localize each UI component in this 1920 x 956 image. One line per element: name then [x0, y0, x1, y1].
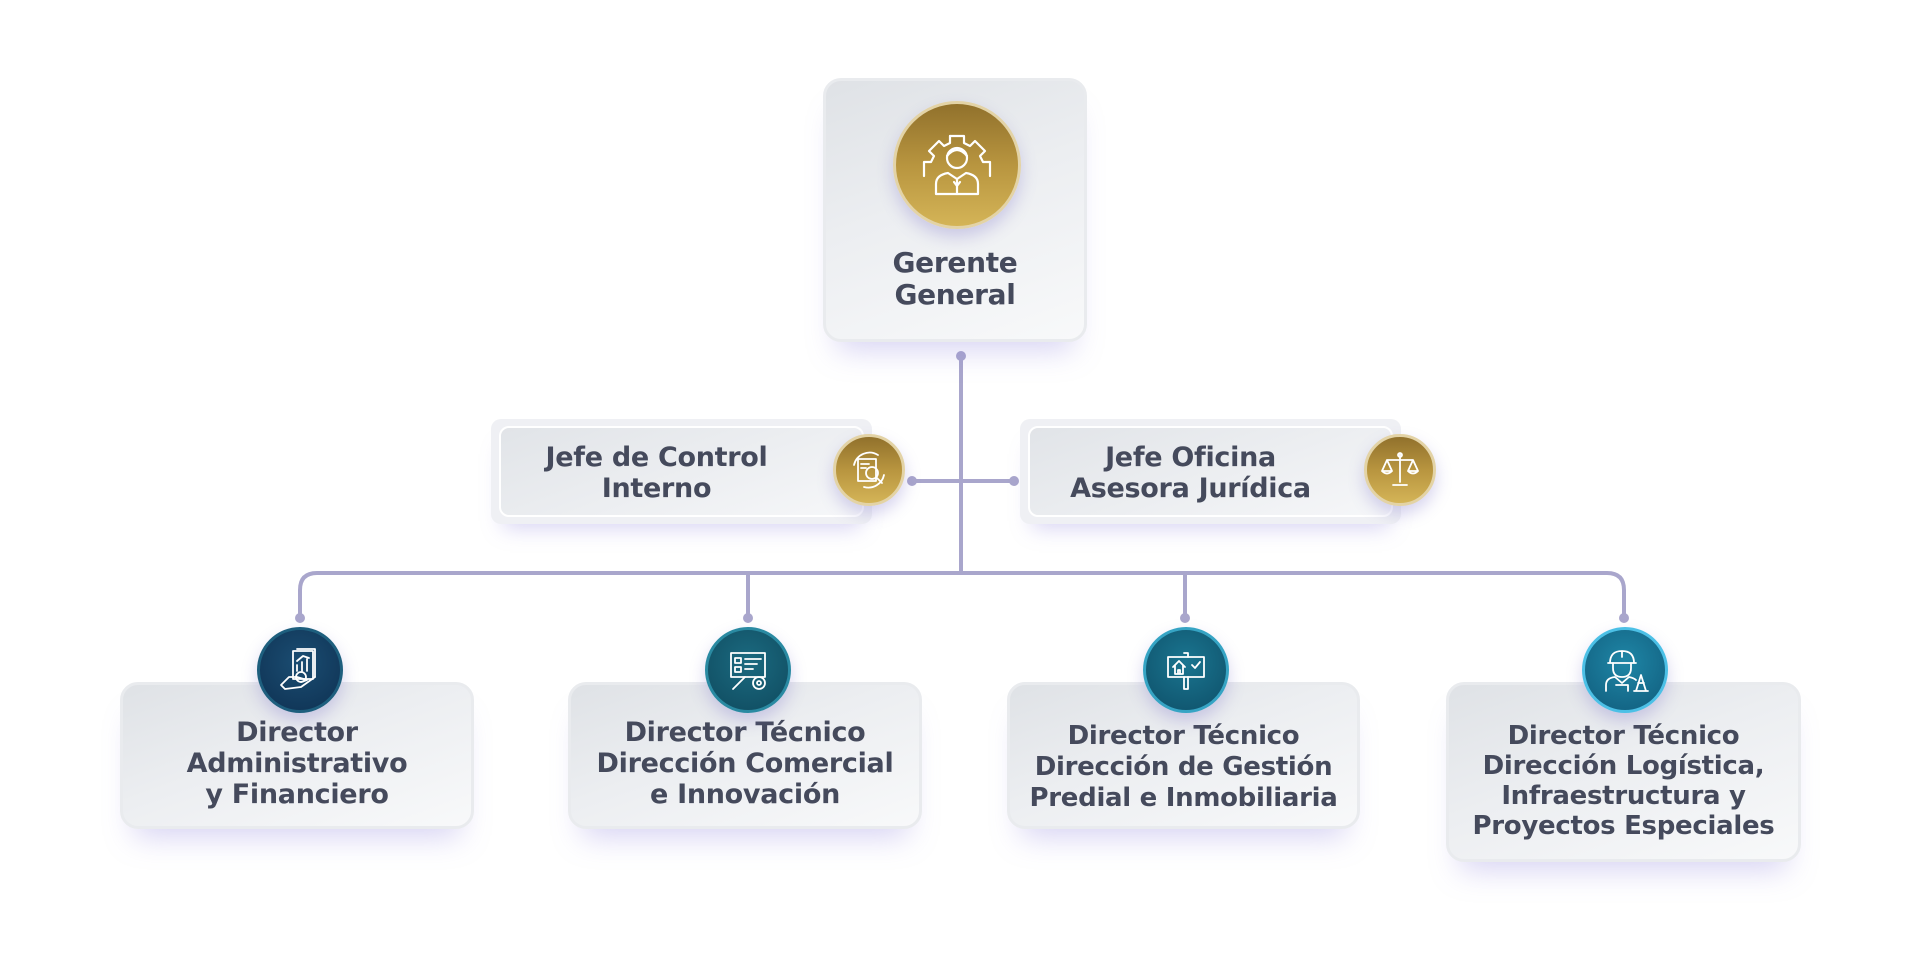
node-title-line: Administrativo	[186, 748, 408, 779]
node-title-line: Dirección Logística,	[1482, 751, 1765, 781]
scales-justice-icon	[1364, 434, 1436, 506]
property-sign-icon	[1143, 627, 1229, 713]
node-title-line: General	[894, 278, 1016, 311]
node-title-line: Asesora Jurídica	[1070, 473, 1311, 504]
node-title-line: Predial e Inmobiliaria	[1029, 783, 1338, 813]
node-title-line: Gerente	[892, 246, 1018, 279]
node-title-line: Proyectos Especiales	[1472, 811, 1775, 841]
node-direccion-logistica: Director Técnico Dirección Logística, In…	[1446, 682, 1801, 862]
node-asesora-juridica: Jefe Oficina Asesora Jurídica	[1020, 419, 1401, 524]
presentation-gear-icon	[705, 627, 791, 713]
node-title-line: Director Técnico	[1067, 721, 1300, 751]
node-title-line: Director Técnico	[1507, 721, 1740, 751]
node-title-line: Jefe de Control	[545, 442, 768, 473]
node-title-line: Dirección de Gestión	[1034, 752, 1333, 782]
node-title-line: Director Técnico	[624, 717, 866, 748]
node-gestion-predial: Director Técnico Dirección de Gestión Pr…	[1007, 682, 1360, 829]
node-title-line: Director	[236, 717, 358, 748]
finance-hand-icon	[257, 627, 343, 713]
node-title-line: Interno	[601, 473, 712, 504]
executive-gear-icon	[893, 101, 1021, 229]
node-title-line: e Innovación	[649, 779, 840, 810]
node-title-line: Jefe Oficina	[1105, 442, 1276, 473]
node-control-interno: Jefe de Control Interno	[491, 419, 872, 524]
node-title-line: Infraestructura y	[1501, 781, 1746, 811]
construction-worker-icon	[1582, 627, 1668, 713]
audit-search-icon	[833, 434, 905, 506]
node-title-line: Dirección Comercial	[596, 748, 894, 779]
node-title-line: y Financiero	[205, 779, 389, 810]
node-gerente-general: Gerente General	[823, 78, 1087, 342]
